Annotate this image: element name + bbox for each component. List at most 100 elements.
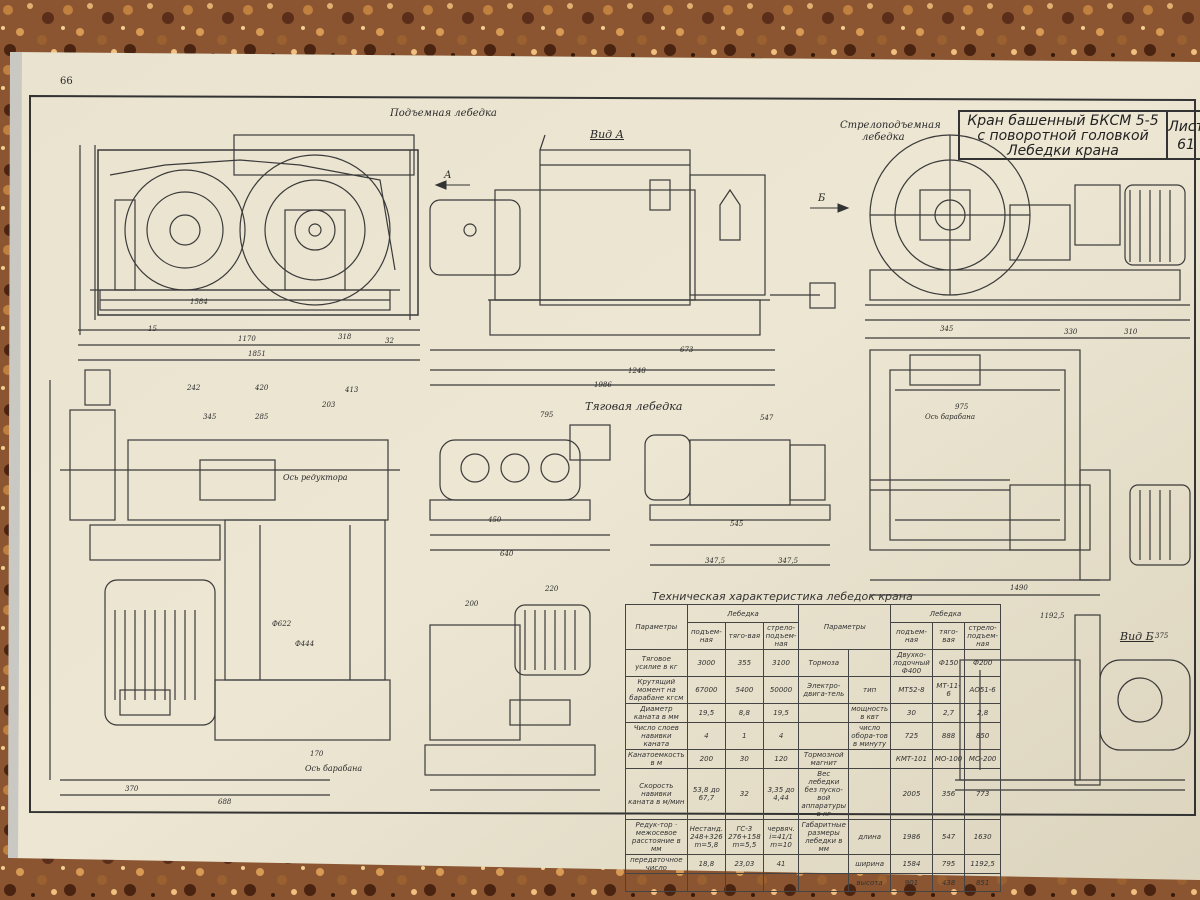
hoist-winch-drawing [78, 134, 420, 361]
dim-450: 450 [488, 516, 502, 524]
book-edge [8, 52, 22, 858]
dim-1986: 1986 [594, 381, 612, 389]
spec-value-cell: МТ52-8 [890, 676, 933, 704]
spec-param-cell: мощность в квт [848, 703, 892, 723]
spec-header-winches: Лебедка [686, 604, 800, 623]
spec-value-cell: КМТ-101 [890, 749, 933, 769]
label-drum-axis-2: Ось барабана [925, 413, 976, 421]
spec-param-cell: тип [848, 676, 892, 704]
dim-318: 318 [338, 333, 352, 341]
spec-group-cell: Габаритные размеры лебедки в мм [798, 819, 850, 855]
hoist-winch-plan-drawing [49, 369, 400, 796]
spec-value-cell: 795 [931, 854, 966, 874]
spec-value-cell: Ф150 [931, 649, 966, 677]
dim-1490: 1490 [1010, 584, 1028, 592]
dim-15: 15 [148, 325, 157, 333]
spec-param-cell: высота [848, 873, 892, 892]
spec-param-cell: ширина [848, 854, 892, 874]
dim-688: 688 [218, 798, 232, 806]
spec-value-cell: 438 [931, 873, 966, 892]
spec-value-cell: 901 [890, 873, 933, 892]
dim-673: 673 [680, 346, 694, 354]
spec-param-cell: передаточное число [625, 854, 688, 874]
spec-header-params: Параметры [625, 604, 688, 650]
view-a-drawing [429, 134, 836, 386]
spec-param-cell: Диаметр каната в мм [625, 703, 688, 723]
spec-value-cell: 1630 [964, 819, 1002, 855]
dim-345: 345 [940, 325, 954, 333]
title-line-1: Кран башенный БКСМ 5-5 [967, 113, 1159, 129]
spec-value-cell: Нестанд. 248+326 m=5,8 [686, 819, 727, 855]
spec-empty-cell [625, 873, 688, 892]
dim-242: 242 [187, 384, 201, 392]
spec-param-cell: Тяговое усилие в кг [625, 649, 688, 677]
spec-param-cell: число обора-тов в минуту [848, 722, 892, 750]
spec-value-cell: 50000 [762, 676, 800, 704]
label-view-a: Вид А [590, 128, 624, 141]
spec-group-cell [798, 873, 850, 892]
spec-value-cell: 19,5 [686, 703, 727, 723]
dim-32: 32 [385, 337, 394, 345]
spec-value-cell: Двухко-лодочный Ф400 [890, 649, 933, 677]
spec-value-cell: 200 [686, 749, 727, 769]
spec-param-cell: Канатоемкость в м [625, 749, 688, 769]
spec-value-cell: 355 [725, 649, 764, 677]
dim-975: 975 [955, 403, 969, 411]
spec-value-cell: 3,35 до 4,44 [762, 768, 800, 820]
spec-value-cell: 4 [762, 722, 800, 750]
spec-value-cell: 1192,5 [964, 854, 1002, 874]
spec-subheader-cell: стрело-подъем-ная [762, 622, 800, 650]
dim-413: 413 [345, 386, 359, 394]
spec-subheader-cell: тяго-вая [931, 622, 966, 650]
label-hoist-winch: Подъемная лебедка [390, 108, 497, 119]
spec-value-cell: 2005 [890, 768, 933, 820]
spec-param-cell: Число слоев навивки каната [625, 722, 688, 750]
dim-1248: 1248 [628, 367, 646, 375]
dim-330: 330 [1064, 328, 1078, 336]
title-line-2: с поворотной головкой [977, 128, 1149, 144]
spec-value-cell: 2,7 [931, 703, 966, 723]
dim-1192-5: 1192,5 [1040, 612, 1065, 620]
spec-value-cell: 23,03 [725, 854, 764, 874]
dim-345b: 345 [203, 413, 217, 421]
spec-value-cell: МО-100 [931, 749, 966, 769]
spec-value-cell: АО51-6 [964, 676, 1002, 704]
paper-sheet [10, 52, 1200, 880]
spec-value-cell: 356 [931, 768, 966, 820]
boom-winch-drawing [865, 134, 1190, 339]
spec-value-cell: 18,8 [686, 854, 727, 874]
spec-value-cell: Ф200 [964, 649, 1002, 677]
spec-param-cell: длина [848, 819, 892, 855]
spec-value-cell: 30 [890, 703, 933, 723]
spec-group-cell: Электро-двига-тель [798, 676, 850, 704]
spec-group-cell: Тормозной магнит [798, 749, 850, 769]
spec-subheader-cell: подъем-ная [890, 622, 933, 650]
spec-value-cell: 547 [931, 819, 966, 855]
dim-375: 375 [1155, 632, 1169, 640]
spec-group-cell [798, 854, 850, 874]
dim-640: 640 [500, 550, 514, 558]
dim-1584: 1584 [190, 298, 208, 306]
dim-370: 370 [125, 785, 139, 793]
dim-347-5-a: 347,5 [705, 557, 726, 565]
spec-table-title: Техническая характеристика лебедок крана [652, 590, 913, 603]
spec-value-cell: 773 [964, 768, 1002, 820]
sheet-label: Лист [1168, 119, 1200, 135]
spec-value-cell: 1986 [890, 819, 933, 855]
spec-value-cell: 120 [762, 749, 800, 769]
spec-value-cell: 725 [890, 722, 933, 750]
spec-param-cell [848, 649, 892, 677]
dim-203: 203 [322, 401, 336, 409]
dim-170: 170 [310, 750, 324, 758]
sheet-number: 61 [1177, 137, 1195, 153]
spec-value-cell: 32 [725, 768, 764, 820]
spec-value-cell: 19,5 [762, 703, 800, 723]
spec-value-cell: 5400 [725, 676, 764, 704]
spec-group-cell [798, 703, 850, 723]
spec-value-cell: 67000 [686, 676, 727, 704]
spec-value-cell: 4 [686, 722, 727, 750]
